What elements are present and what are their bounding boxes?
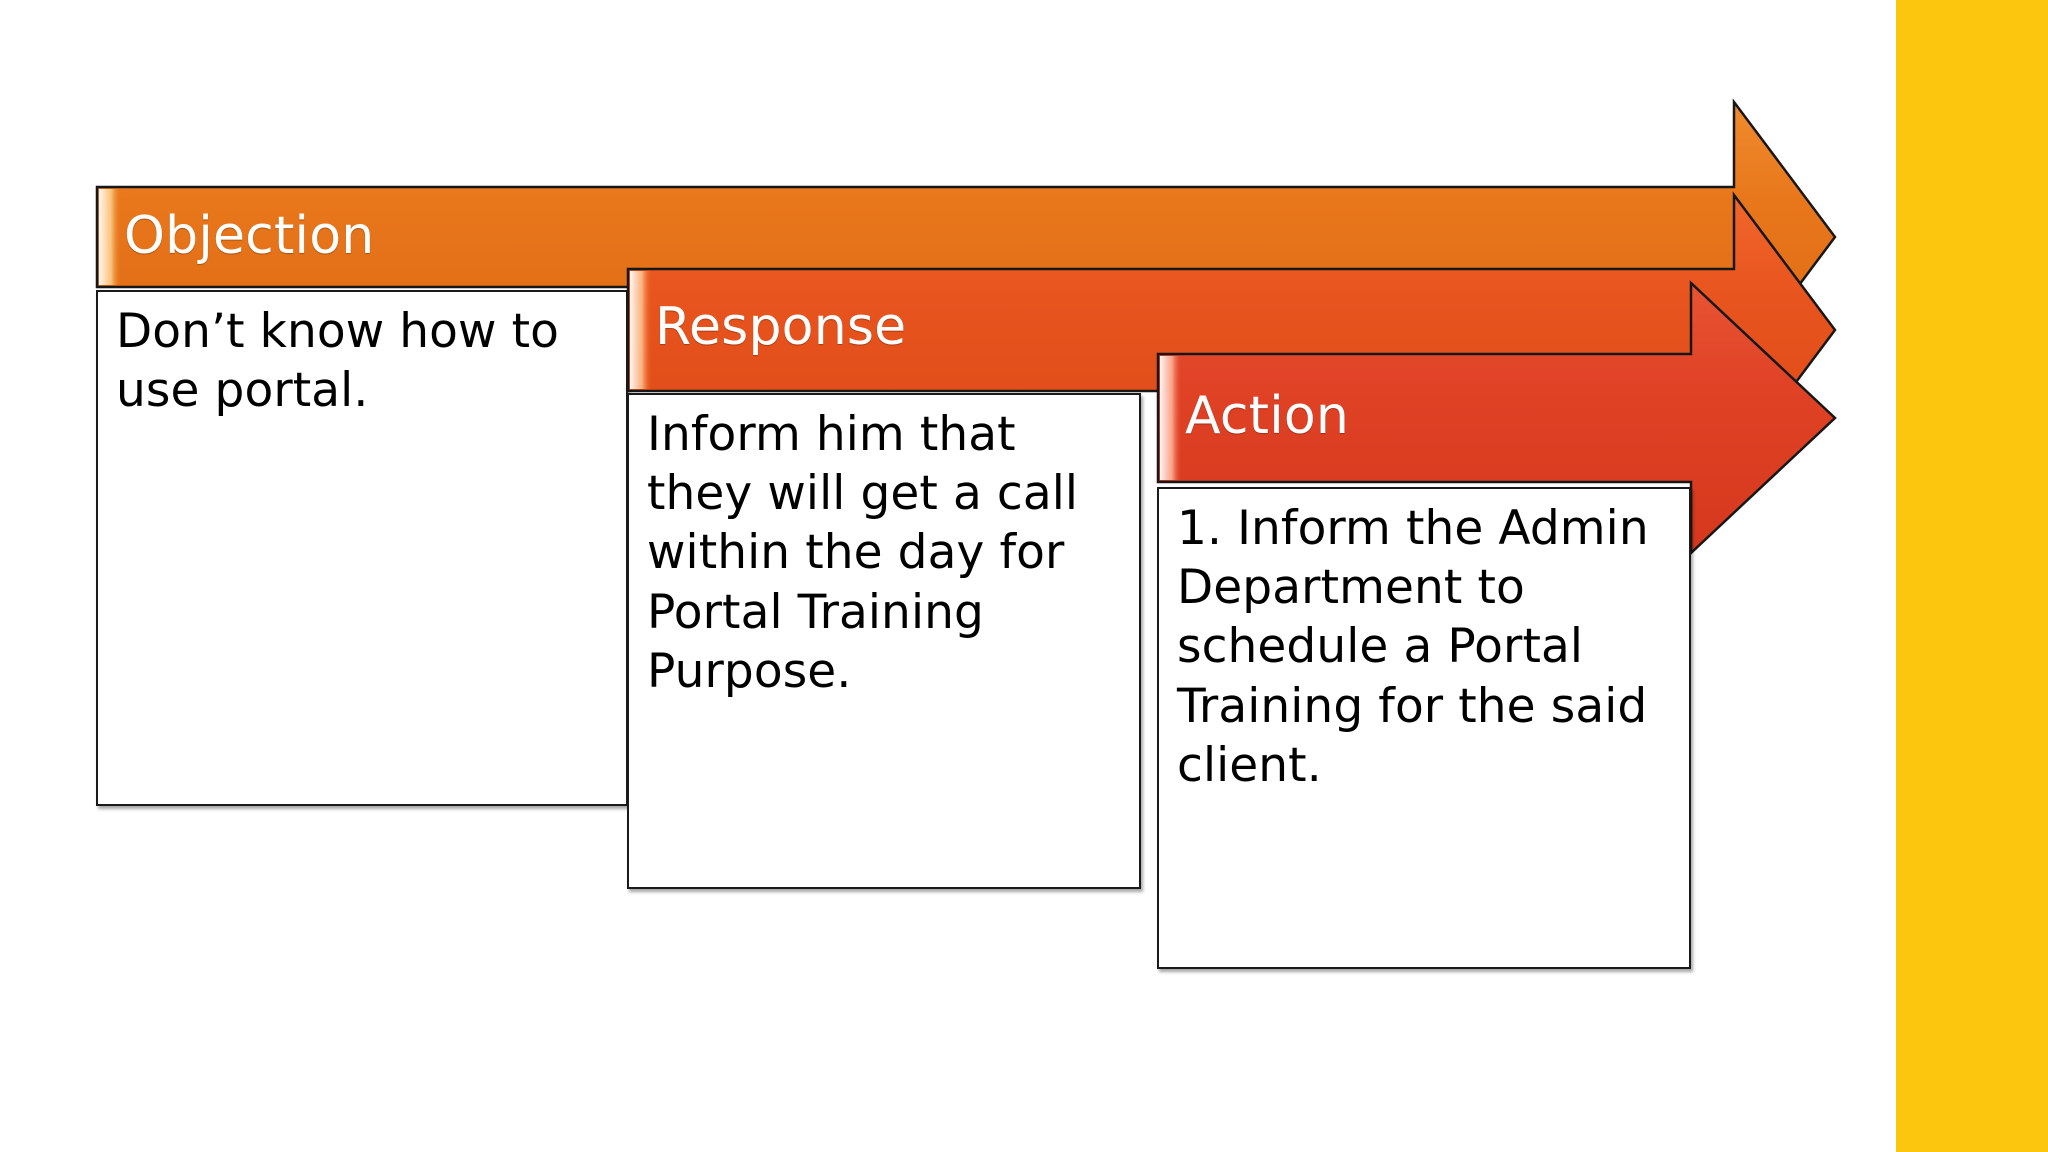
chevron-action[interactable]: Action <box>1156 280 1837 556</box>
body-text-objection: Don’t know how to use portal. <box>116 304 559 419</box>
body-box-action[interactable]: 1. Inform the Admin Department to schedu… <box>1157 487 1691 969</box>
accent-bar-right <box>1896 0 2048 1152</box>
body-box-response[interactable]: Inform him that they will get a call wit… <box>627 393 1141 889</box>
body-text-response: Inform him that they will get a call wit… <box>647 407 1079 699</box>
body-box-objection[interactable]: Don’t know how to use portal. <box>96 290 628 806</box>
body-text-action: 1. Inform the Admin Department to schedu… <box>1177 501 1649 793</box>
